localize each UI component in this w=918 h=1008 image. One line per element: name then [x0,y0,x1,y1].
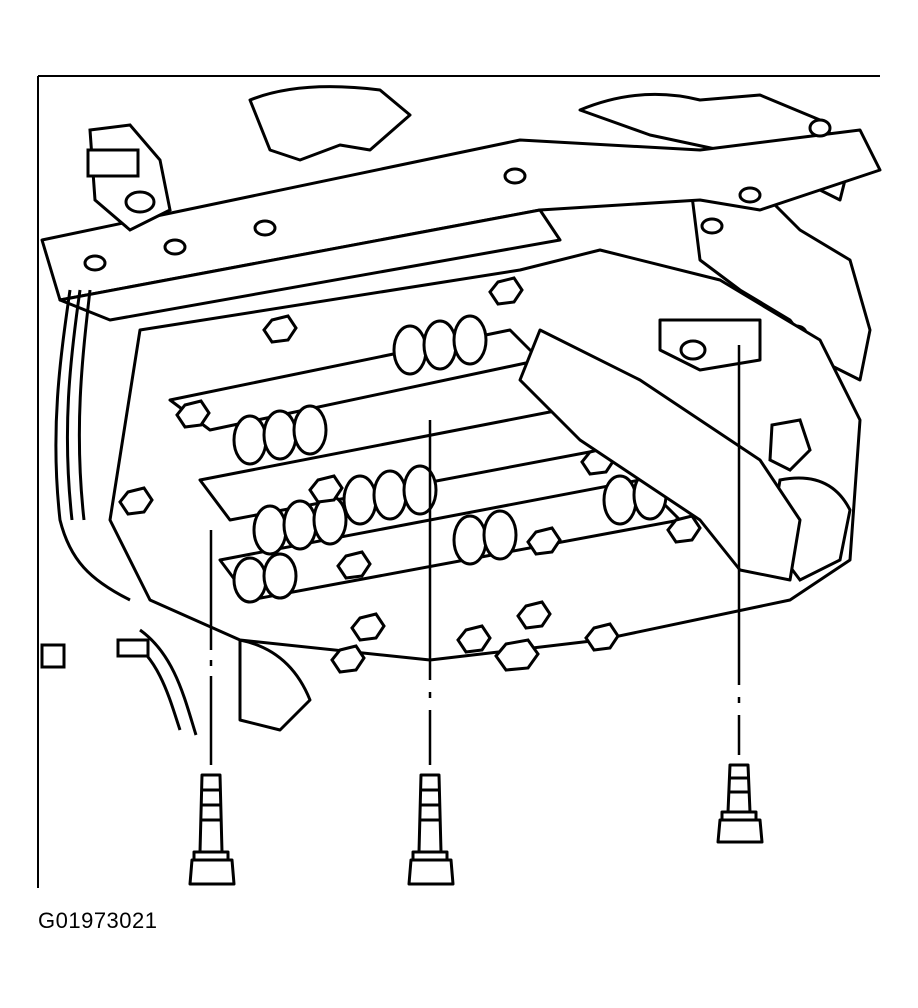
bolt-right [716,763,764,844]
callout-leaders [209,345,741,765]
flange-bolt-holes [83,118,832,342]
figure-id-label: G01973021 [38,908,158,933]
case-connector [86,123,172,232]
bolt-left [188,773,236,886]
detent-bracket [518,318,802,582]
pan-flange [40,128,882,322]
valve-body-bolts [118,276,702,674]
bolt-center [407,773,455,886]
figure-frame [37,75,880,888]
